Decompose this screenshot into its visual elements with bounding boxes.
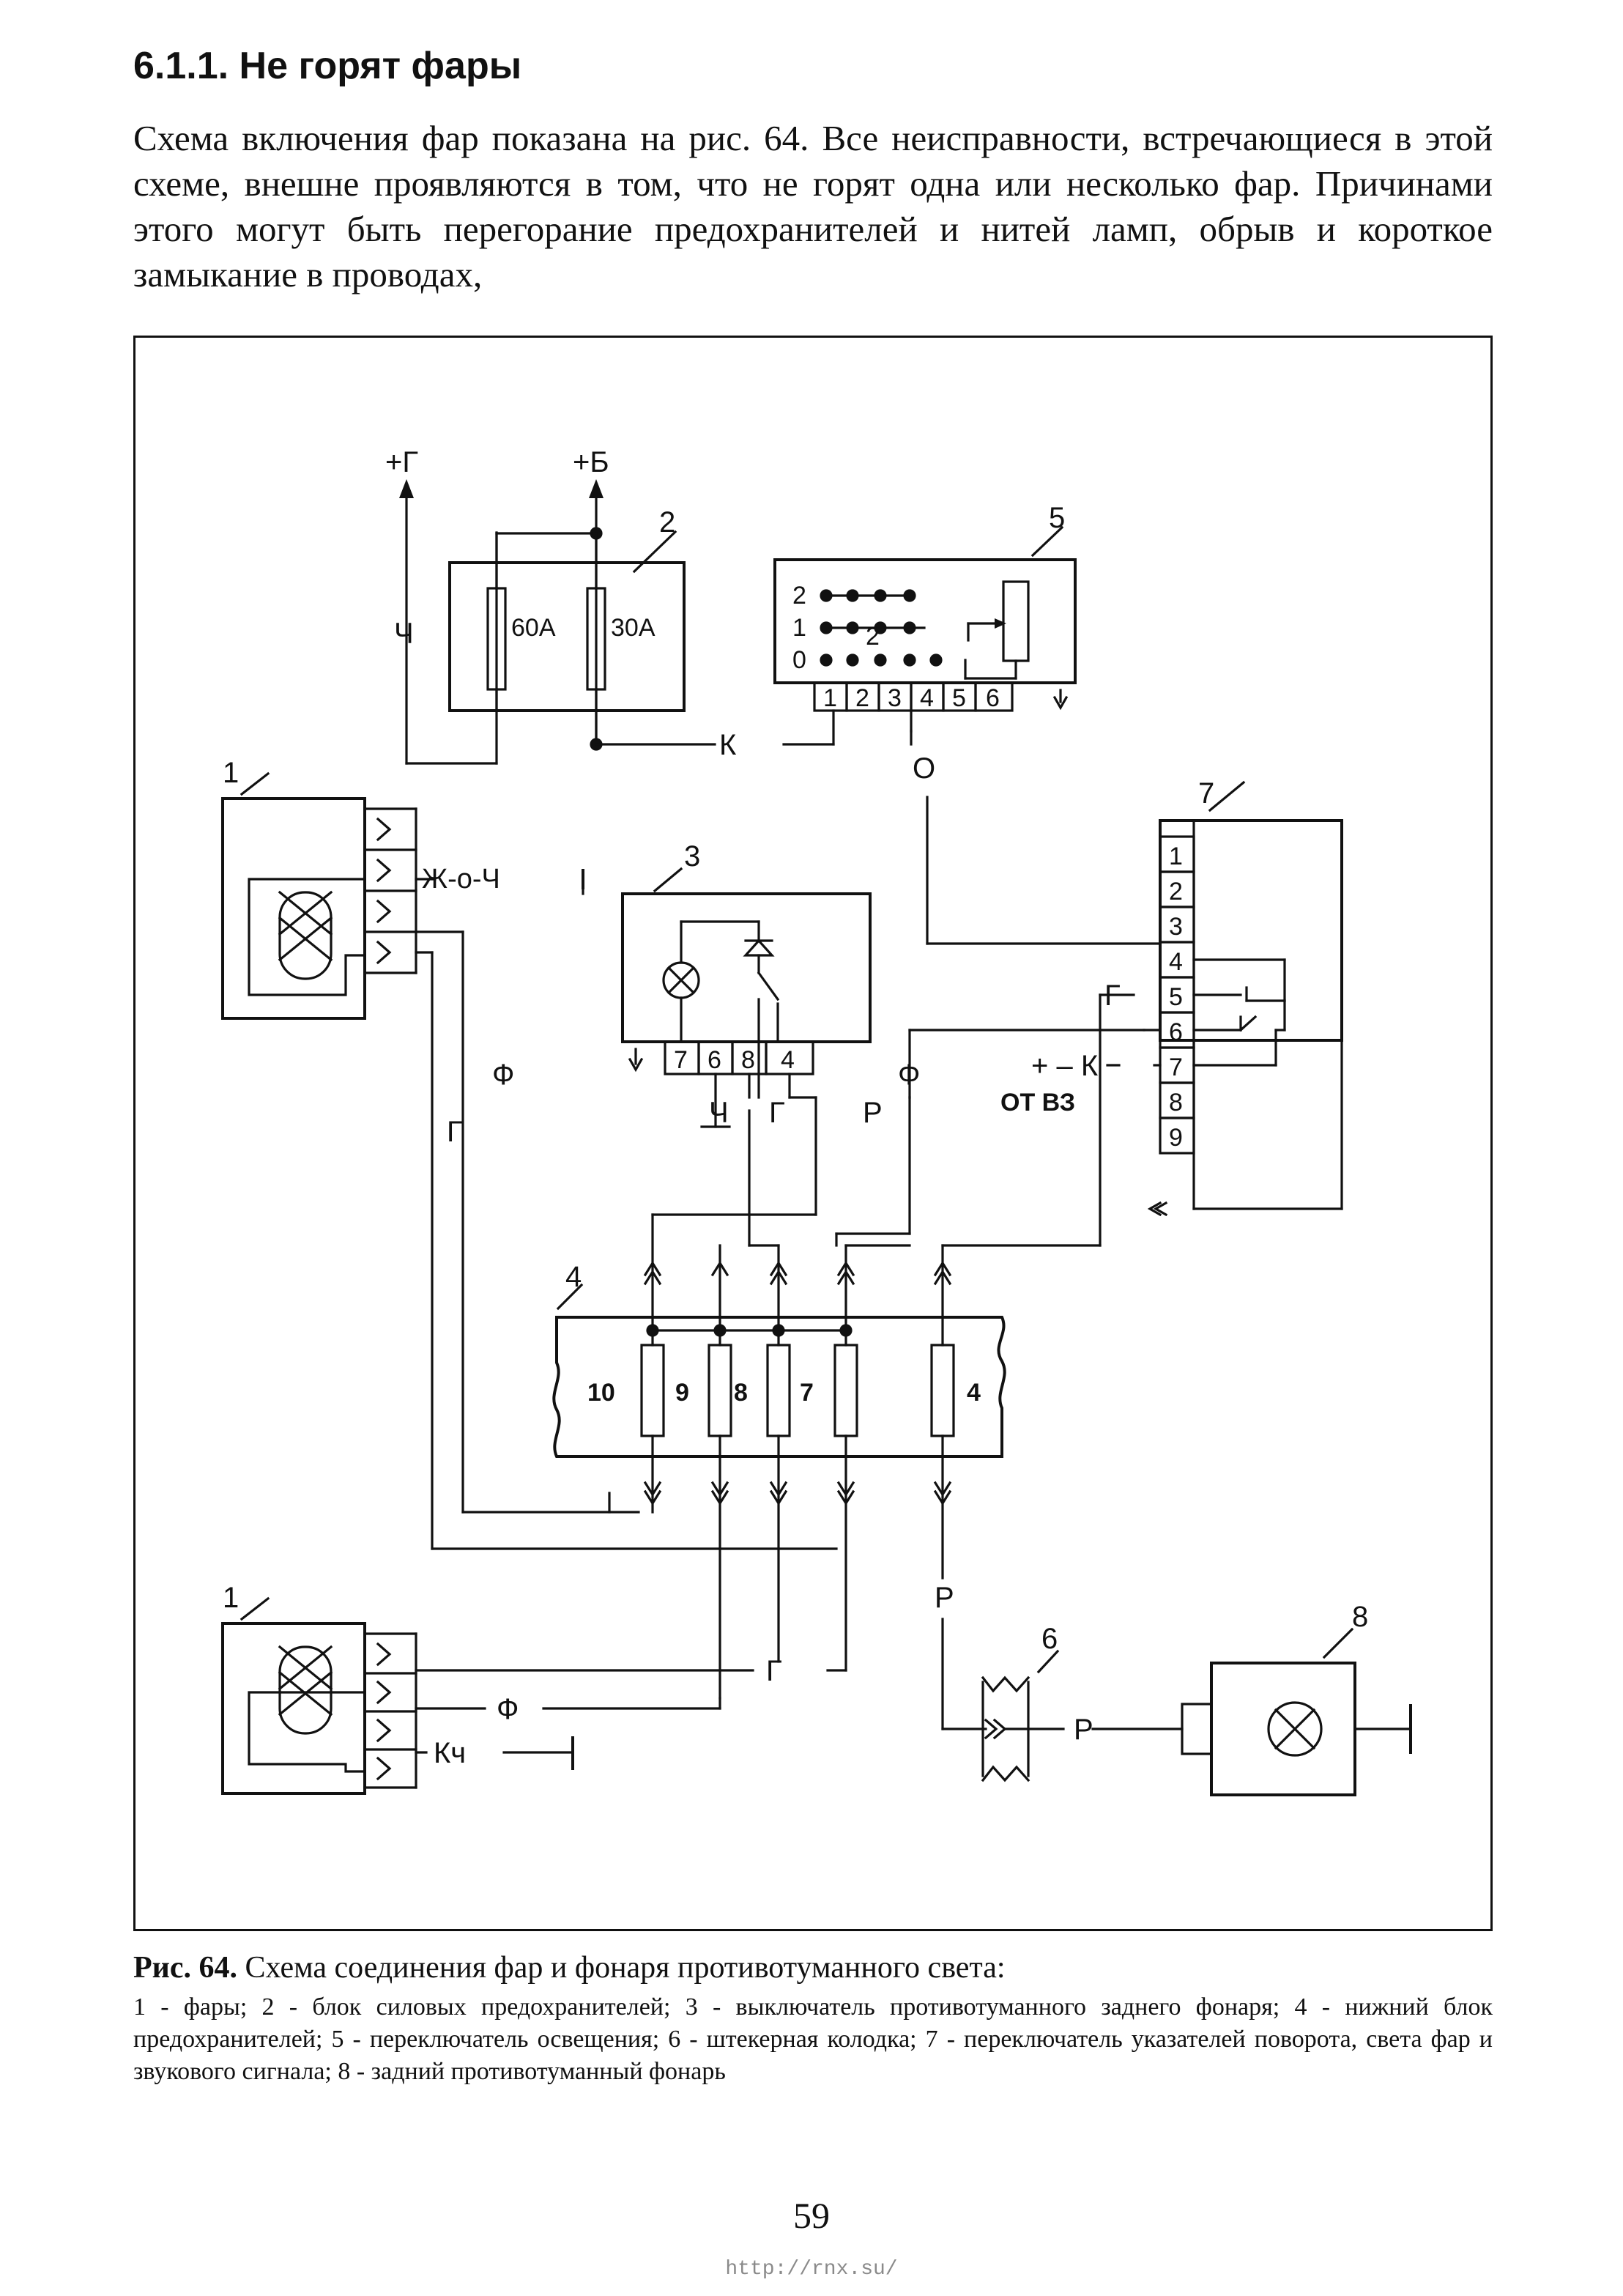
callout-2: 2 [659,506,675,538]
callout-5: 5 [1049,502,1065,534]
switch7-pin-4: 4 [1169,948,1183,976]
wire-label-f-left: Ф [492,1059,514,1091]
wire-label-plus-minus-k: + – К [1031,1050,1099,1082]
switch5-pin-3: 3 [888,684,902,712]
fuse4-label-4: 4 [967,1379,981,1407]
switch7-pin-7: 7 [1169,1053,1183,1081]
wire-label-g-left: Г [447,1116,463,1148]
switch7-pin-6: 6 [1169,1018,1183,1046]
wire-label-r-plug: Р [1074,1714,1093,1746]
section-heading: 6.1.1. Не горят фары [133,45,522,87]
wire-label-g-right: Г [1104,979,1121,1012]
fuse-30a-label: 30А [611,614,655,642]
switch7-pin-2: 2 [1169,878,1183,906]
callout-8: 8 [1352,1601,1368,1633]
watermark-url: http://rnx.su/ [725,2258,898,2281]
switch5-pin-6: 6 [986,684,1000,712]
switch3-pin-4: 4 [781,1046,795,1074]
switch5-pin-2: 2 [855,684,869,712]
wire-label-k: К [719,729,737,761]
caption-label: Рис. 64. [133,1951,237,1985]
caption-title: Схема соединения фар и фонаря противотум… [245,1951,1006,1985]
wire-label-g-s3: Г [769,1097,785,1129]
callout-4: 4 [565,1261,582,1293]
caption-legend: 1 - фары; 2 - блок силовых предохранител… [133,1993,1493,2085]
switch5-pin-5: 5 [952,684,966,712]
wire-label-r-down: Р [935,1582,954,1614]
switch7-pin-1: 1 [1169,843,1183,870]
callout-1-bottom: 1 [223,1582,239,1614]
switch3-pin-6: 6 [707,1046,721,1074]
body-paragraph: Схема включения фар показана на рис. 64.… [133,118,1493,295]
switch5-pin-1: 1 [823,684,837,712]
switch7-pin-8: 8 [1169,1089,1183,1116]
wire-label-r-s3: Р [863,1097,883,1129]
switch5-pos-2-label: 2 [792,582,806,610]
wire-label-ch-s3: Ч [709,1097,729,1129]
wire-label-g-bottom: Г [766,1655,782,1687]
switch5-pos-2: 2 [866,623,880,651]
wiring-diagram: +Г +Б 60А 30А Ч К О Ж-о-Ч Ф Г Ф Г + – К … [221,446,1412,1796]
fuse-60a-label: 60А [511,614,556,642]
wire-label-f-bottom: Ф [497,1693,519,1725]
fuse4-label-7: 7 [800,1379,814,1407]
switch7-pin-5: 5 [1169,983,1183,1011]
fuse4-label-9: 9 [675,1379,689,1407]
wire-label-zh-ch: Ж-о-Ч [422,864,500,895]
fuse4-label-8: 8 [734,1379,748,1407]
callout-1-top: 1 [223,757,239,789]
switch3-pin-8: 8 [741,1046,755,1074]
switch3-pin-7: 7 [674,1046,688,1074]
wire-label-f-right: Ф [898,1059,920,1091]
switch5-pin-4: 4 [920,684,934,712]
figure-caption: Рис. 64. Схема соединения фар и фонаря п… [133,1949,1493,2088]
terminal-ignition: +Г [385,446,418,478]
switch5-pos-0-label: 0 [792,646,806,674]
callout-6: 6 [1041,1623,1058,1655]
figure-frame [133,336,1493,1931]
switch7-pin-9: 9 [1169,1124,1183,1152]
page-number: 59 [793,2195,830,2236]
ot-vz-label: ОТ ВЗ [1000,1089,1075,1116]
switch7-pin-3: 3 [1169,913,1183,941]
fuse4-label-10: 10 [587,1379,615,1407]
wire-label-o: О [913,752,935,785]
caption-title-line: Рис. 64. Схема соединения фар и фонаря п… [133,1949,1493,1987]
callout-3: 3 [684,840,700,873]
wire-label-ch-top: Ч [394,618,414,650]
switch5-pos-1-label: 1 [792,614,806,642]
callout-7: 7 [1198,777,1214,810]
wire-label-kch: Кч [434,1737,466,1769]
terminal-battery: +Б [573,446,609,478]
